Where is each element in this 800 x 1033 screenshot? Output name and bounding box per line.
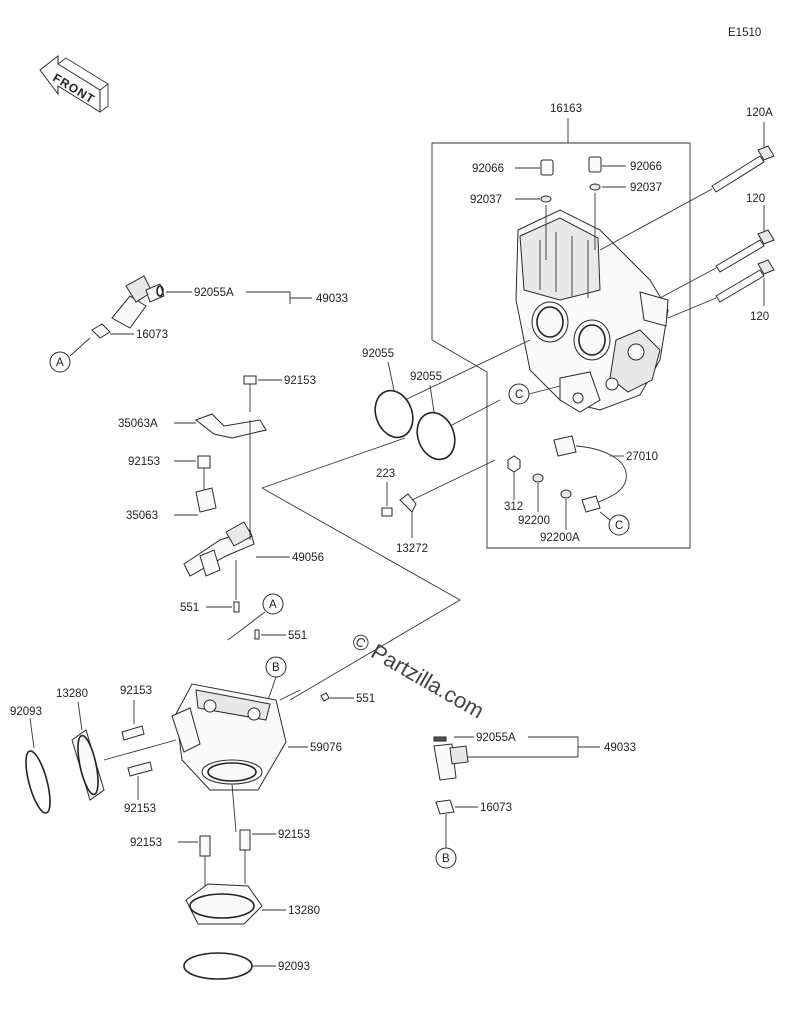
ref-c-upper-label: C bbox=[515, 389, 523, 401]
ref-b-lower-label: B bbox=[442, 853, 450, 865]
part-label-92153-b: 92153 bbox=[128, 456, 160, 468]
part-label-551-a: 551 bbox=[180, 602, 199, 614]
part-label-92153-f: 92153 bbox=[278, 829, 310, 841]
part-label-13280-left: 13280 bbox=[56, 688, 88, 700]
seal-92037-left: 92037 bbox=[470, 194, 552, 260]
injector-upper: 92055A 49033 bbox=[111, 275, 348, 329]
screw-92153-a: 92153 bbox=[243, 375, 316, 412]
part-label-16163: 16163 bbox=[550, 103, 582, 115]
screw-92153-f: 92153 bbox=[239, 829, 310, 884]
o-ring-92055-left: 92055 bbox=[362, 348, 414, 439]
part-label-120A: 120A bbox=[746, 107, 773, 119]
part-label-92200: 92200 bbox=[518, 515, 550, 527]
screw-92153-d: 92153 bbox=[124, 761, 156, 815]
part-label-49033-upper: 49033 bbox=[316, 293, 348, 305]
nut-312: 312 bbox=[504, 455, 523, 513]
front-arrow-icon: FRONT bbox=[39, 54, 109, 113]
part-label-92066-left: 92066 bbox=[472, 163, 504, 175]
bracket-13272: 13272 bbox=[396, 459, 496, 555]
gasket-13280-lower: 13280 bbox=[185, 883, 320, 925]
part-label-92037-right: 92037 bbox=[630, 182, 662, 194]
part-label-92066-right: 92066 bbox=[630, 161, 662, 173]
part-label-120-upper: 120 bbox=[746, 193, 765, 205]
part-label-92093-lower: 92093 bbox=[278, 961, 310, 973]
part-label-13272: 13272 bbox=[396, 543, 428, 555]
screw-223: 223 bbox=[376, 468, 395, 517]
part-label-35063: 35063 bbox=[126, 510, 158, 522]
part-label-92153-a: 92153 bbox=[284, 375, 316, 387]
part-label-92055-left: 92055 bbox=[362, 348, 394, 360]
part-label-551-b: 551 bbox=[288, 630, 307, 642]
bolt-120A: 120A bbox=[599, 107, 775, 251]
nut-16073-upper: 16073 A bbox=[49, 323, 168, 373]
o-ring-92093-left: 92093 bbox=[10, 706, 51, 814]
o-ring-92093-lower: 92093 bbox=[183, 952, 310, 980]
ref-a-upper-label: A bbox=[56, 357, 64, 369]
part-label-49033-lower: 49033 bbox=[604, 742, 636, 754]
intake-manifold-59076: 59076 bbox=[171, 683, 342, 833]
part-label-92153-d: 92153 bbox=[124, 803, 156, 815]
cap-92066-right: 92066 bbox=[588, 156, 662, 173]
part-label-35063A: 35063A bbox=[118, 418, 158, 430]
part-label-92055A-lower: 92055A bbox=[476, 732, 516, 744]
ref-b-upper-label: B bbox=[272, 662, 280, 674]
bolt-120-upper: 120 bbox=[659, 193, 775, 299]
sensor-harness-27010: 27010 C bbox=[553, 435, 658, 536]
part-label-92055-right: 92055 bbox=[410, 371, 442, 383]
screw-92153-b: 92153 bbox=[128, 455, 211, 492]
part-label-223: 223 bbox=[376, 468, 395, 480]
o-ring-92055-right: 92055 bbox=[410, 371, 456, 461]
part-label-59076: 59076 bbox=[310, 742, 342, 754]
part-label-49056: 49056 bbox=[292, 552, 324, 564]
part-label-92037-left: 92037 bbox=[470, 194, 502, 206]
fuel-rail-49056: 49056 bbox=[183, 420, 324, 600]
pin-551-a: 551 bbox=[180, 601, 240, 614]
part-label-92200A: 92200A bbox=[540, 532, 580, 544]
nut-16073-lower: 16073 B bbox=[435, 799, 512, 869]
part-label-16073-lower: 16073 bbox=[480, 802, 512, 814]
pin-551-c: 551 bbox=[320, 692, 375, 705]
throttle-body-part bbox=[515, 209, 669, 413]
clip-35063: 35063 bbox=[126, 487, 217, 522]
injector-lower: 92055A 49033 bbox=[433, 732, 636, 781]
part-label-312: 312 bbox=[504, 501, 523, 513]
ref-a-lower-label: A bbox=[269, 599, 277, 611]
part-label-551-c: 551 bbox=[356, 693, 375, 705]
part-label-92153-e: 92153 bbox=[130, 837, 162, 849]
part-label-92055A-upper: 92055A bbox=[194, 287, 234, 299]
part-label-16073-upper: 16073 bbox=[136, 329, 168, 341]
part-label-92093-left: 92093 bbox=[10, 706, 42, 718]
assembly-frame-16163: 16163 bbox=[431, 103, 691, 549]
watermark-text: © Partzilla.com bbox=[348, 628, 489, 724]
ref-b-upper: B bbox=[265, 656, 287, 701]
part-label-13280-lower: 13280 bbox=[288, 905, 320, 917]
part-label-27010: 27010 bbox=[626, 451, 658, 463]
diagram-code: E1510 bbox=[728, 27, 761, 39]
ref-c-lower-label: C bbox=[615, 520, 623, 532]
bracket-35063A: 35063A bbox=[118, 413, 267, 439]
screw-92153-c: 92153 bbox=[120, 685, 152, 741]
screw-92153-e: 92153 bbox=[130, 835, 211, 886]
pin-551-b: 551 bbox=[254, 629, 307, 642]
bolt-120-lower: 120 bbox=[667, 259, 775, 323]
washer-92200A: 92200A bbox=[540, 489, 580, 544]
part-label-92153-c: 92153 bbox=[120, 685, 152, 697]
cap-92066-left: 92066 bbox=[472, 159, 554, 176]
ref-c-upper: C bbox=[508, 383, 561, 405]
ref-a-lower: A bbox=[227, 593, 284, 641]
washer-92200: 92200 bbox=[518, 473, 550, 527]
part-label-120-lower: 120 bbox=[750, 311, 769, 323]
seal-92037-right: 92037 bbox=[589, 182, 662, 250]
gasket-13280-left: 13280 bbox=[56, 688, 177, 801]
